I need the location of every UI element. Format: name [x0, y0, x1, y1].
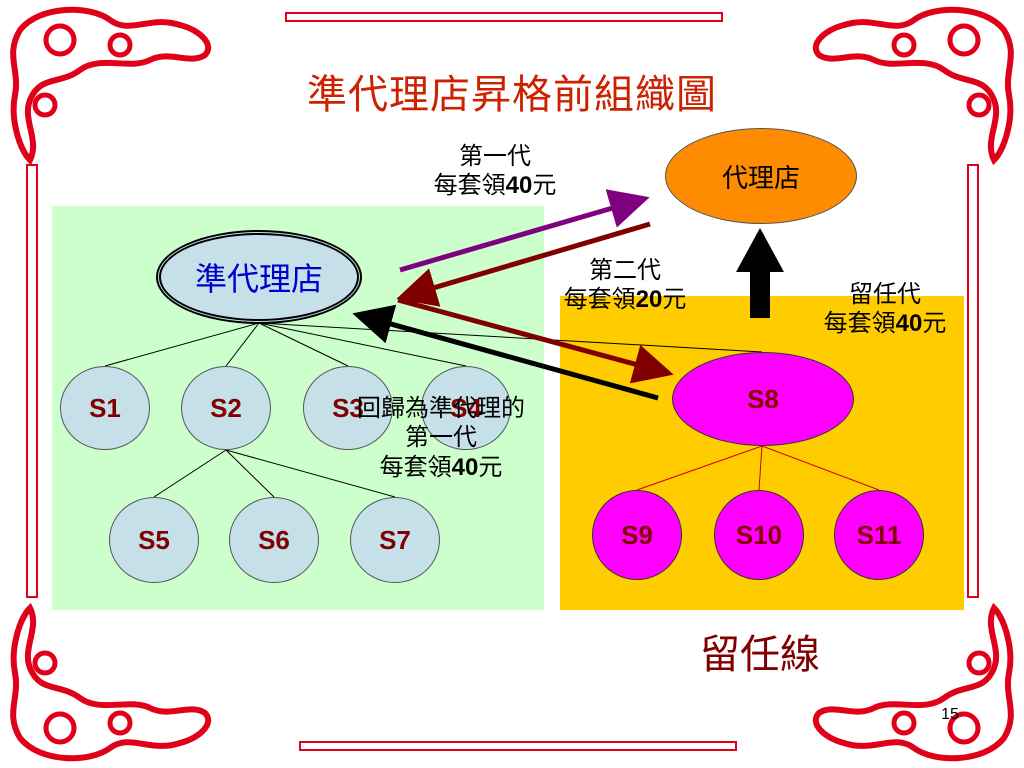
page-title: 準代理店昇格前組織圖: [307, 72, 717, 118]
promotion-up-arrow: [736, 228, 784, 318]
return-arrow: [352, 304, 659, 401]
first-gen-line1: 第一代: [459, 142, 531, 170]
second-gen-line1: 第二代: [589, 256, 661, 284]
return-gen-caption: 回歸為準代理的 第一代 每套領40元: [310, 394, 572, 482]
node-s9: S9: [592, 490, 682, 580]
tree-lines: [104, 322, 763, 498]
node-s1: S1: [60, 366, 150, 450]
page-number: 15: [941, 706, 959, 723]
return-gen-line2: 第一代: [405, 423, 477, 452]
retained-gen-line1: 留任代: [849, 280, 921, 308]
agency-node: 代理店: [665, 128, 857, 224]
first-gen-line2: 每套領40元: [433, 171, 557, 200]
node-s10: S10: [714, 490, 804, 580]
second-gen-arrow: [396, 221, 651, 307]
node-s2: S2: [181, 366, 271, 450]
node-s3: S3: [303, 366, 393, 450]
quasi-agency-node: 準代理店: [156, 230, 362, 324]
node-s5: S5: [109, 497, 199, 583]
node-s11: S11: [834, 490, 924, 580]
ornament-top-right: [812, 6, 1014, 166]
node-s6: S6: [229, 497, 319, 583]
retained-gen-caption: 留任代 每套領40元: [795, 280, 975, 339]
retained-gen-line2: 每套領40元: [823, 309, 947, 338]
return-gen-line3: 每套領40元: [379, 452, 503, 481]
second-gen-caption: 第二代 每套領20元: [535, 256, 715, 315]
s8-tree-lines: [636, 445, 880, 491]
quasi-to-s8-arrow: [397, 297, 674, 384]
return-gen-line1: 回歸為準代理的: [357, 394, 525, 422]
first-gen-arrow: [399, 189, 650, 273]
ornament-bottom-right: [812, 602, 1014, 762]
ornament-top-left: [10, 6, 212, 166]
first-gen-caption: 第一代 每套領40元: [410, 142, 580, 201]
node-s4: S4: [421, 366, 511, 450]
ornament-bottom-left: [10, 602, 212, 762]
second-gen-line2: 每套領20元: [563, 285, 687, 314]
node-s8: S8: [672, 352, 854, 446]
retention-line-label: 留任線: [700, 632, 820, 678]
node-s7: S7: [350, 497, 440, 583]
